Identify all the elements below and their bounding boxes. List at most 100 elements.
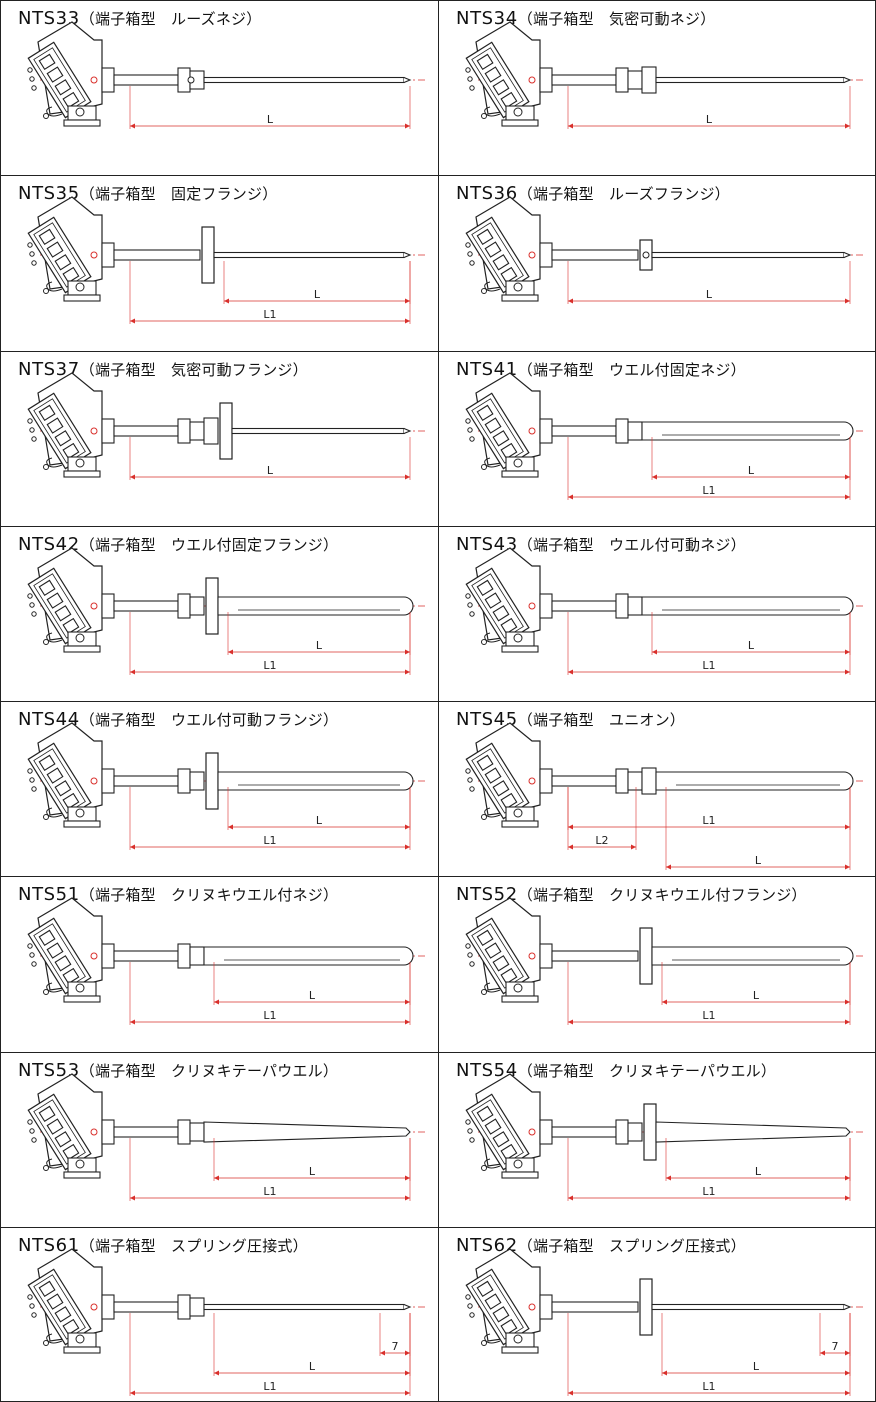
- terminal-head: [27, 547, 115, 653]
- model-description: （端子箱型 固定フランジ）: [79, 185, 278, 204]
- fitting-screw: [615, 1118, 643, 1145]
- head-lid: [465, 567, 530, 645]
- dimension-l1: L1: [129, 1137, 411, 1201]
- dimension-label: L: [755, 854, 762, 867]
- dimension-l: L: [651, 436, 851, 480]
- sensor-drawing: LL1: [465, 897, 863, 1026]
- dimension-l: L: [223, 261, 411, 305]
- flange-fixed: [643, 1102, 657, 1161]
- dimension-label: L1: [702, 1380, 715, 1393]
- head-lid: [465, 742, 530, 820]
- neck-pipe: [551, 950, 639, 962]
- protection-well: [641, 420, 854, 441]
- neck-pipe: [551, 424, 617, 437]
- product-title: NTS51（端子箱型 クリヌキウエル付ネジ）: [18, 884, 338, 905]
- terminal-head: [465, 547, 553, 653]
- cable-gland: [43, 981, 101, 1003]
- sensor-drawing: LL1: [465, 1072, 863, 1201]
- protection-well: [655, 771, 854, 791]
- dimension-l: L: [661, 1312, 851, 1376]
- cable-gland: [481, 105, 539, 127]
- sensor-drawing: L: [465, 21, 863, 129]
- dimension-label: L: [309, 989, 316, 1002]
- dimension-label: L: [748, 639, 755, 652]
- dimension-l1: L1: [129, 261, 411, 325]
- protection-well: [217, 596, 414, 616]
- neck-pipe: [551, 775, 617, 787]
- sensor-drawing: LL1: [27, 722, 425, 850]
- sensor-drawing: L: [27, 21, 425, 129]
- product-title: NTS41（端子箱型 ウエル付固定ネジ）: [456, 359, 746, 380]
- head-lid: [27, 216, 92, 294]
- neck-pipe: [113, 249, 201, 261]
- terminal-head: [27, 371, 115, 478]
- cable-gland: [43, 455, 101, 478]
- dimension-l1: L1: [129, 962, 411, 1026]
- head-lid: [465, 392, 530, 469]
- product-cell-nts37: NTS37（端子箱型 気密可動フランジ） L: [0, 351, 438, 526]
- model-code: NTS54: [456, 1059, 518, 1081]
- cable-gland: [481, 455, 539, 478]
- dimension-label: L: [267, 464, 274, 477]
- dimension-l: L: [129, 86, 411, 129]
- model-code: NTS51: [18, 884, 80, 906]
- product-title: NTS54（端子箱型 クリヌキテーパウエル）: [456, 1060, 776, 1081]
- model-description: （端子箱型 ウエル付可動フランジ）: [79, 711, 339, 729]
- dimension-label: L: [316, 639, 323, 652]
- dimension-label: L1: [263, 308, 276, 321]
- neck-pipe: [113, 1125, 179, 1138]
- dimension-label: L1: [263, 1185, 276, 1198]
- sensor-drawing: L L1: [27, 196, 425, 325]
- model-description: （端子箱型 クリヌキウエル付ネジ）: [79, 886, 339, 905]
- dimension-7: 7: [819, 1312, 851, 1356]
- dimension-l: L: [665, 787, 851, 870]
- terminal-head: [465, 1248, 553, 1354]
- fitting-screw: [177, 768, 205, 794]
- model-description: （端子箱型 気密可動ネジ）: [517, 10, 716, 28]
- grid-divider-row-4: [0, 701, 876, 702]
- product-title: NTS37（端子箱型 気密可動フランジ）: [18, 359, 308, 380]
- cable-gland: [43, 631, 101, 653]
- terminal-head: [465, 1072, 553, 1179]
- protection-well: [651, 1303, 852, 1310]
- dimension-l1: L1: [567, 962, 851, 1026]
- terminal-head: [465, 722, 553, 828]
- dimension-label: 7: [832, 1340, 839, 1353]
- fitting-union: [615, 767, 657, 795]
- cable-gland: [481, 1332, 539, 1354]
- dimension-label: L1: [263, 1380, 276, 1393]
- sensor-drawing: LL1: [27, 897, 425, 1026]
- head-lid: [27, 742, 92, 820]
- product-cell-nts33: NTS33（端子箱型 ルーズネジ）L: [0, 0, 438, 175]
- cable-gland: [43, 806, 101, 828]
- grid-divider-row-6: [0, 1052, 876, 1053]
- model-code: NTS52: [456, 884, 518, 906]
- product-cell-nts41: NTS41（端子箱型 ウエル付固定ネジ） L L1: [438, 351, 876, 526]
- model-code: NTS44: [18, 709, 80, 730]
- model-description: （端子箱型 ユニオン）: [517, 711, 685, 729]
- terminal-head: [465, 897, 553, 1003]
- terminal-head: [465, 21, 553, 127]
- dimension-l: L: [651, 611, 851, 655]
- model-code: NTS61: [18, 1234, 80, 1256]
- model-code: NTS42: [18, 533, 80, 555]
- model-description: （端子箱型 クリヌキテーパウエル）: [79, 1061, 339, 1080]
- neck-pipe: [113, 1301, 179, 1313]
- neck-pipe: [113, 950, 179, 962]
- dimension-l1: L1: [567, 787, 851, 830]
- product-cell-nts36: NTS36（端子箱型 ルーズフランジ）L: [438, 175, 876, 350]
- dimension-label: L1: [702, 484, 715, 497]
- protection-well: [213, 252, 412, 259]
- dimension-l1: L1: [129, 611, 411, 675]
- terminal-head: [27, 1072, 115, 1179]
- sensor-drawing: L L1: [465, 371, 863, 500]
- protection-well: [651, 946, 854, 966]
- protection-well: [203, 1303, 412, 1310]
